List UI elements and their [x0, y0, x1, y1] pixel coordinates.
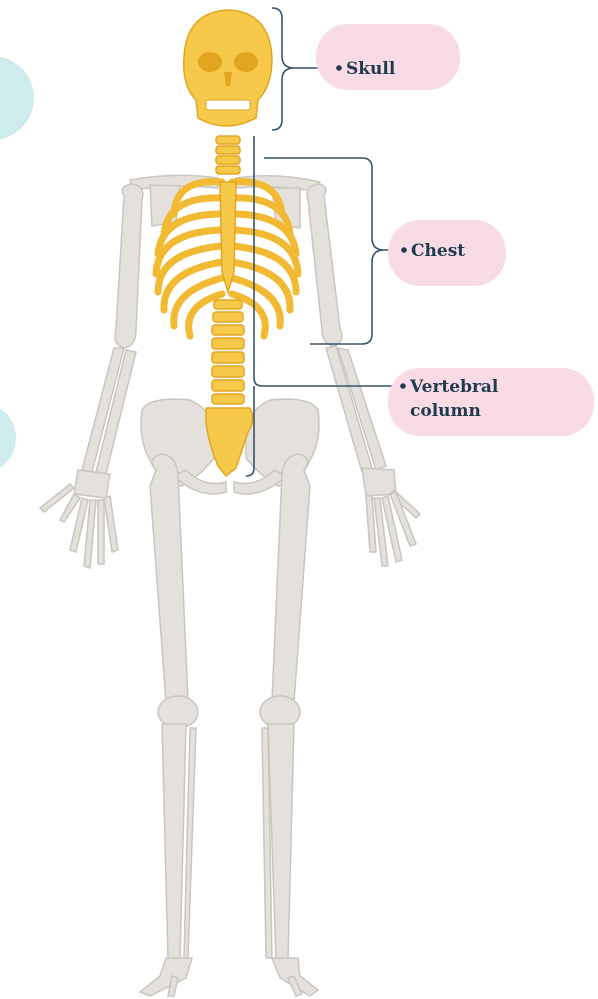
label-vertebral-dot	[400, 383, 406, 389]
label-vertebral-column: Vertebral column	[388, 368, 594, 436]
label-chest: Chest	[388, 220, 506, 286]
label-vertebral-text-line1: Vertebral	[409, 377, 499, 397]
label-skull-dot	[336, 65, 342, 71]
sternum-bone	[220, 182, 236, 292]
label-vertebral-text-line2: column	[410, 401, 481, 421]
teal-accent-top	[0, 56, 34, 140]
label-chest-dot	[401, 247, 407, 253]
teal-accent-bottom	[0, 402, 16, 474]
label-skull: Skull	[316, 24, 460, 90]
label-skull-text: Skull	[346, 59, 396, 79]
label-skull-background	[316, 24, 460, 90]
label-chest-text: Chest	[411, 241, 465, 261]
grey-skeleton	[40, 175, 420, 996]
